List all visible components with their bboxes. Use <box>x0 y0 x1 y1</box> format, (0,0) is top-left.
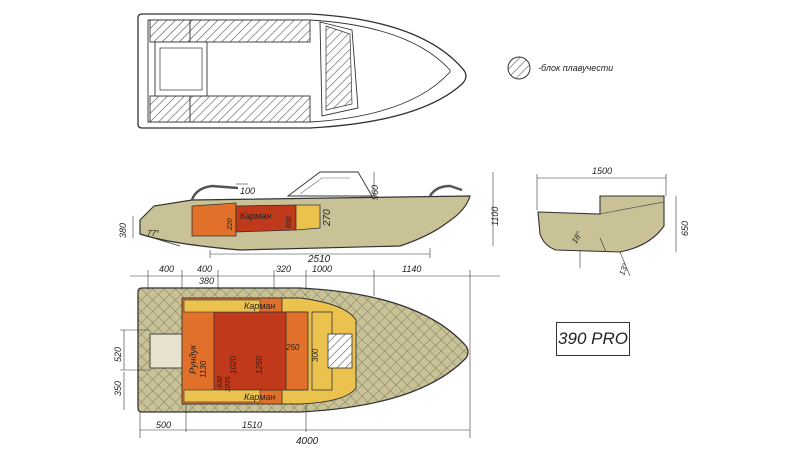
legend: -блок плавучести <box>507 56 613 80</box>
plan-view: 400 400 380 320 1000 1140 520 350 500 15… <box>113 264 500 447</box>
dim-inner-1250: 1250 <box>255 356 264 374</box>
dim-bottom-1510: 1510 <box>242 420 262 430</box>
dim-2510: 2510 <box>307 254 331 265</box>
dim-bottom-4000: 4000 <box>296 436 319 447</box>
dim-220: 220 <box>227 218 234 231</box>
dim-left-520: 520 <box>113 347 123 362</box>
dim-380: 380 <box>118 223 128 238</box>
side-pocket-label: Карман <box>240 211 271 221</box>
legend-label: -блок плавучести <box>538 63 613 73</box>
dim-650: 650 <box>286 216 293 228</box>
model-label: 390 PRO <box>558 329 628 348</box>
dim-left-350: 350 <box>113 381 123 396</box>
section-angle-2: 13° <box>617 261 630 276</box>
dim-bottom-500: 500 <box>156 420 171 430</box>
top-view <box>137 13 467 129</box>
dim-inner-1130: 1130 <box>199 360 208 378</box>
dim-top-400a: 400 <box>159 264 174 274</box>
dim-top-400b: 400 <box>197 264 212 274</box>
dim-inner-300: 300 <box>311 348 320 362</box>
dim-270: 270 <box>322 209 333 227</box>
dim-1100: 1100 <box>490 207 500 226</box>
model-label-box: 390 PRO <box>556 322 630 356</box>
dim-inner-830: 830 <box>217 376 224 388</box>
dim-960: 960 <box>370 185 380 200</box>
dim-top-1000: 1000 <box>312 264 332 274</box>
dim-top-1140: 1140 <box>402 264 421 274</box>
side-angle: 77° <box>147 229 160 238</box>
section-view: 1500 650 18° 13° <box>536 166 690 277</box>
dim-inner-1020: 1020 <box>229 356 238 374</box>
dim-top-320: 320 <box>276 264 291 274</box>
dim-100: 100 <box>240 186 255 196</box>
side-view: 100 960 1100 380 270 2510 220 650 Карман… <box>118 171 500 265</box>
plan-pocket-bottom: Карман <box>244 392 275 402</box>
dim-inner-1035: 1035 <box>225 376 232 392</box>
dim-inner-250: 250 <box>285 343 300 352</box>
legend-swatch <box>507 56 531 80</box>
dim-1500: 1500 <box>592 166 612 176</box>
plan-pocket-top: Карман <box>244 301 275 311</box>
dim-section-650: 650 <box>680 221 690 236</box>
plan-bench-label: Рундук <box>188 344 198 374</box>
dim-top-380: 380 <box>199 276 214 286</box>
